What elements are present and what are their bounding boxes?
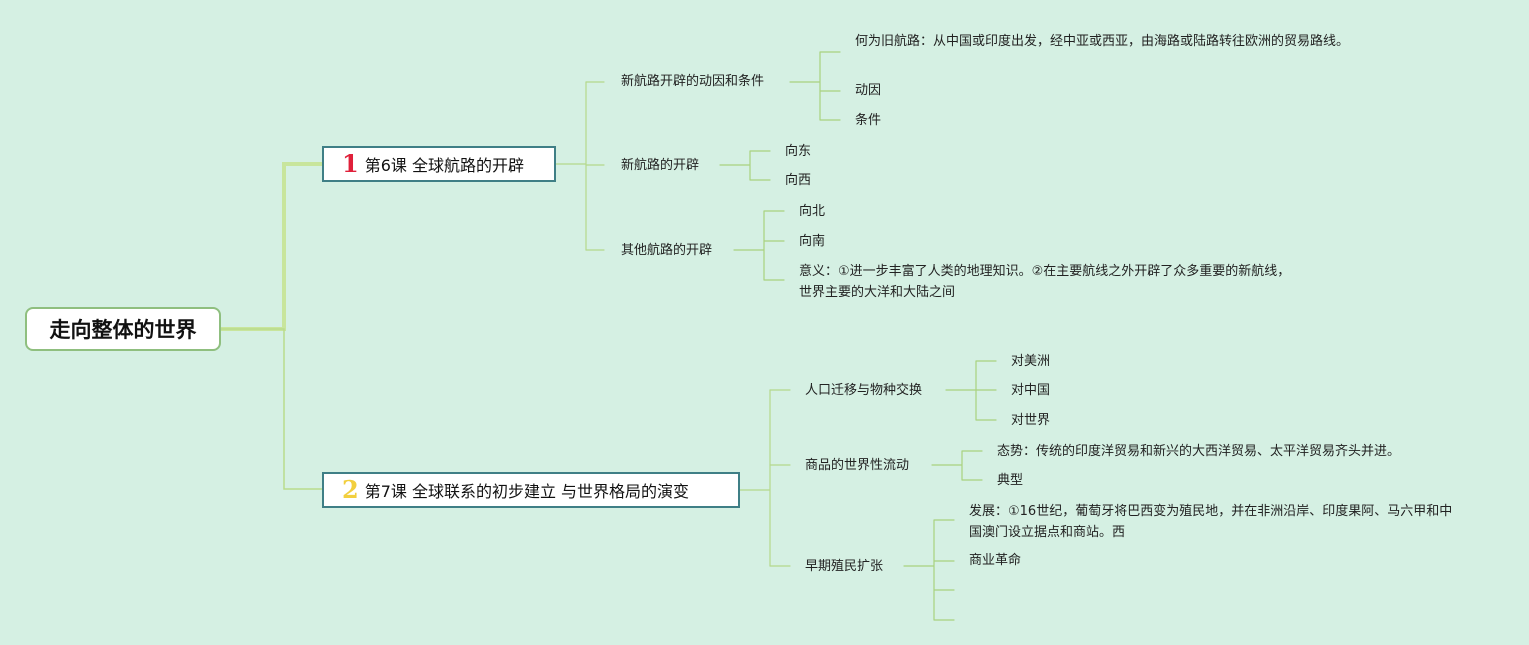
lesson-2-label: 第7课 全球联系的初步建立 与世界格局的演变	[364, 482, 690, 501]
l2-b1-connector	[945, 360, 997, 421]
l1-branch-motives[interactable]: 新航路开辟的动因和条件	[621, 74, 765, 89]
lesson-1-number-icon: 1	[342, 149, 359, 178]
l1-b3-leaf-north[interactable]: 向北	[799, 204, 826, 219]
l1-branch-opening[interactable]: 新航路的开辟	[621, 158, 700, 173]
lesson-2-topic[interactable]: 2 第7课 全球联系的初步建立 与世界格局的演变	[322, 472, 740, 508]
l2-b3-leaf-development[interactable]: 发展：①16世纪，葡萄牙将巴西变为殖民地，并在非洲沿岸、印度果阿、马六甲和中国澳…	[969, 504, 1453, 540]
lesson-2-number-icon: 2	[342, 475, 359, 504]
l1-b2-leaf-west[interactable]: 向西	[785, 173, 812, 188]
l2-b1-leaf-china[interactable]: 对中国	[1011, 383, 1051, 398]
l2-b3-connector	[903, 519, 955, 621]
lesson-1-label: 第6课 全球航路的开辟	[364, 156, 524, 175]
l2-b2-leaf-typical[interactable]: 典型	[997, 473, 1024, 488]
l2-b2-leaf-trend[interactable]: 态势：传统的印度洋贸易和新兴的大西洋贸易、太平洋贸易齐头并进。	[997, 444, 1401, 459]
l1-b2-connector	[719, 150, 771, 181]
l2-branch-migration[interactable]: 人口迁移与物种交换	[805, 383, 923, 398]
l1-b1-leaf-condition[interactable]: 条件	[855, 113, 882, 128]
l1-b3-leaf-significance[interactable]: 意义：①进一步丰富了人类的地理知识。②在主要航线之外开辟了众多重要的新航线，世界…	[799, 264, 1291, 300]
l1-b1-leaf-old-route[interactable]: 何为旧航路：从中国或印度出发，经中亚或西亚，由海路或陆路转往欧洲的贸易路线。	[855, 34, 1350, 49]
l1-spine	[555, 81, 587, 251]
l1-b2-leaf-east[interactable]: 向东	[785, 144, 812, 159]
l2-branch-commodities[interactable]: 商品的世界性流动	[805, 458, 910, 473]
l1-b1-leaf-motive[interactable]: 动因	[855, 83, 882, 98]
l2-spine	[739, 389, 771, 567]
l2-branch-colonial[interactable]: 早期殖民扩张	[805, 559, 884, 574]
l1-b3-connector	[733, 210, 785, 281]
lesson-1-topic[interactable]: 1 第6课 全球航路的开辟	[322, 146, 556, 182]
l2-b1-leaf-americas[interactable]: 对美洲	[1011, 354, 1051, 369]
l1-b3-leaf-south[interactable]: 向南	[799, 234, 826, 249]
l1-branch-other-routes[interactable]: 其他航路的开辟	[621, 243, 713, 258]
trunk-root-to-lesson2	[220, 328, 323, 490]
l1-b1-connector	[789, 51, 841, 121]
root-topic-label: 走向整体的世界	[49, 318, 197, 342]
l2-b2-connector	[931, 450, 983, 481]
l2-b1-leaf-world[interactable]: 对世界	[1011, 413, 1051, 428]
root-topic[interactable]: 走向整体的世界	[25, 307, 221, 351]
trunk-root-to-lesson1	[219, 162, 324, 331]
l2-b3-leaf-commercial-revolution[interactable]: 商业革命	[969, 553, 1022, 568]
